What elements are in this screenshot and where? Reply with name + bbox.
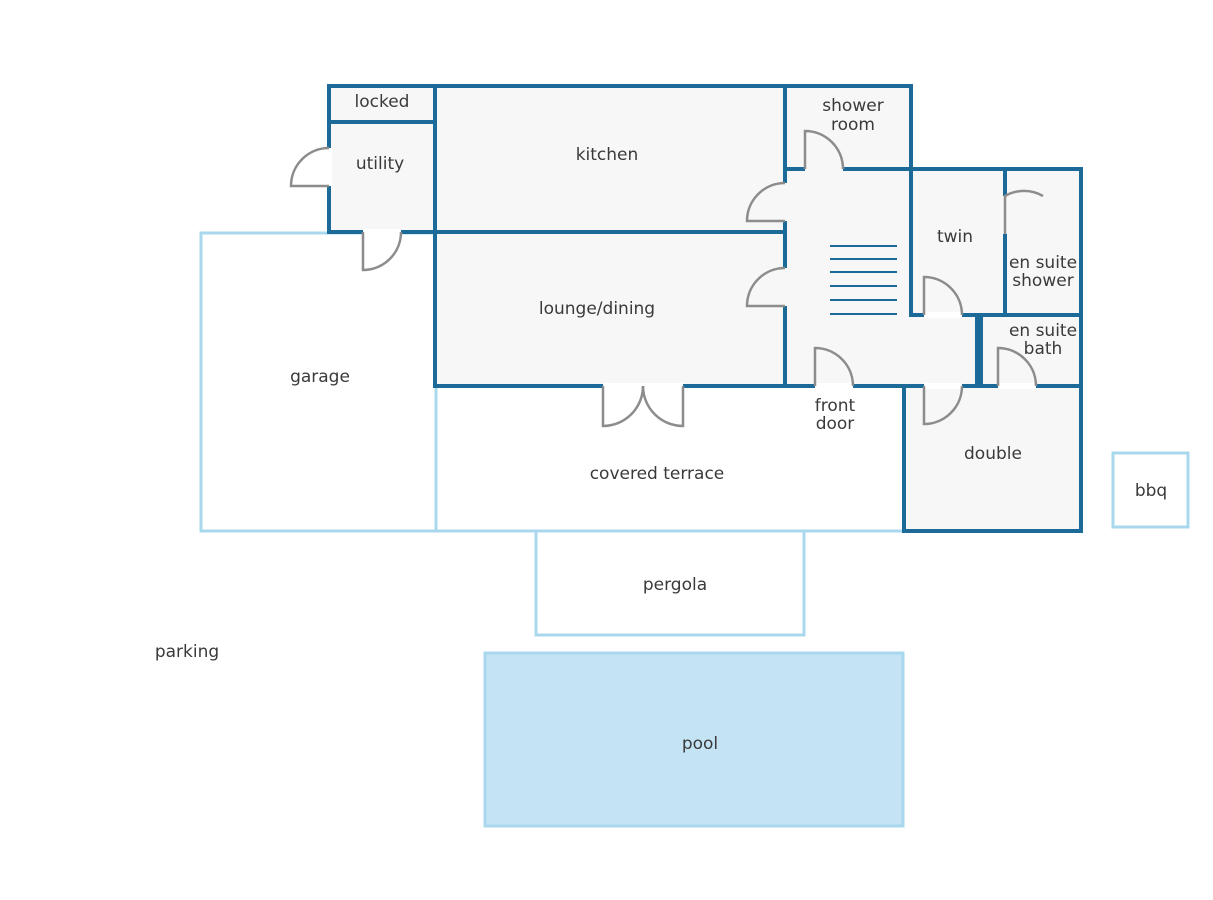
label-kitchen: kitchen <box>576 145 639 165</box>
label-front-door-2: door <box>816 414 855 434</box>
label-front-door-1: front <box>815 396 856 416</box>
terrace-right-door-icon <box>641 385 685 428</box>
terrace-left-door-icon <box>601 385 645 428</box>
utility-room <box>327 120 437 234</box>
label-pergola: pergola <box>643 575 707 595</box>
label-covered-terrace: covered terrace <box>590 464 725 484</box>
utility-door-icon <box>289 146 330 188</box>
label-garage: garage <box>290 367 350 387</box>
pool-area <box>483 651 905 828</box>
shower-room <box>783 84 913 171</box>
twin-door-icon <box>922 275 964 316</box>
front-door-icon <box>813 346 855 387</box>
staircase <box>830 245 897 315</box>
pergola-area <box>534 529 806 637</box>
en-suite-bath-door-icon <box>996 346 1038 387</box>
label-shower-room-1: shower <box>822 96 883 116</box>
double-room <box>902 384 1083 533</box>
label-twin: twin <box>937 227 973 247</box>
label-en-suite-bath-1: en suite <box>1009 321 1077 341</box>
en-suite-shower-door-icon <box>1003 189 1044 234</box>
label-parking: parking <box>155 642 219 662</box>
door-gaps <box>326 148 1036 389</box>
label-lounge-dining: lounge/dining <box>539 299 655 319</box>
kitchen-door-icon <box>745 181 786 223</box>
label-locked: locked <box>355 92 410 112</box>
lounge-door-icon <box>745 266 786 308</box>
label-bbq: bbq <box>1135 481 1167 501</box>
label-utility: utility <box>356 154 404 174</box>
label-en-suite-shower-2: shower <box>1012 271 1073 291</box>
label-pool: pool <box>682 734 718 754</box>
label-double: double <box>964 444 1022 464</box>
lounge-dining-room <box>433 230 787 388</box>
label-en-suite-shower-1: en suite <box>1009 253 1077 273</box>
label-en-suite-bath-2: bath <box>1024 339 1063 359</box>
shower-room-door-icon <box>803 129 845 170</box>
garage-door-icon <box>361 231 403 272</box>
label-shower-room-2: room <box>831 115 875 135</box>
double-door-icon <box>922 385 964 426</box>
bbq-area <box>1111 451 1190 529</box>
door-swings <box>289 129 1044 428</box>
